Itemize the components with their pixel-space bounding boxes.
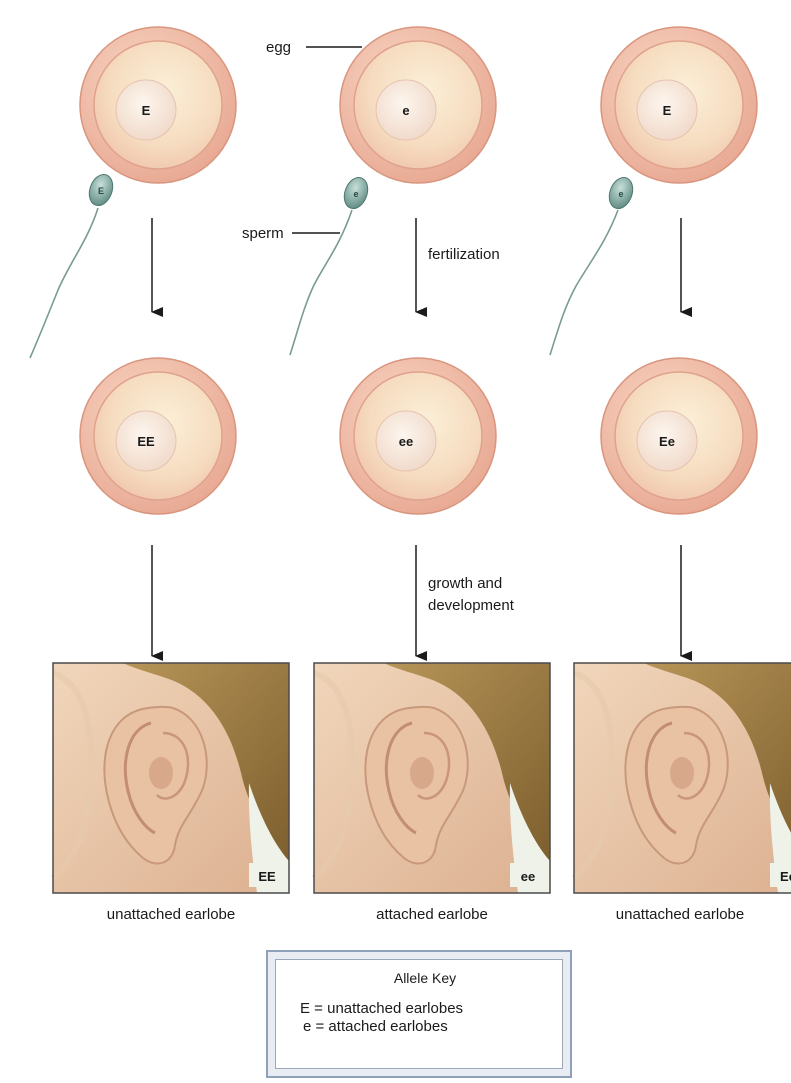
zygote-genotype-1: EE xyxy=(137,434,155,449)
egg-cell-2: e xyxy=(340,27,496,183)
allele-key-box: Allele Key E = unattached earlobes e = a… xyxy=(266,950,572,1078)
allele-key-line-recessive: e = attached earlobes xyxy=(300,1018,550,1036)
sperm-allele-3: e xyxy=(618,189,623,199)
ear-caption-1: unattached earlobe xyxy=(107,906,235,923)
zygote-cell-1: EE xyxy=(80,358,236,514)
sperm-allele-2: e xyxy=(353,189,358,199)
growth-label-line1: growth and xyxy=(428,575,502,592)
egg-cell-1: E xyxy=(80,27,236,183)
ear-genotype-2: ee xyxy=(521,869,535,884)
sperm-3: e xyxy=(550,174,637,355)
egg-allele-3: E xyxy=(663,103,672,118)
ear-illustration-1: EE xyxy=(53,663,289,893)
allele-key-line-dominant: E = unattached earlobes xyxy=(300,1000,550,1018)
egg-label: egg xyxy=(266,39,291,56)
allele-key-title: Allele Key xyxy=(300,970,550,986)
egg-allele-2: e xyxy=(402,103,409,118)
ear-illustration-3: Ee xyxy=(574,663,791,893)
ear-caption-3: unattached earlobe xyxy=(616,906,744,923)
zygote-cell-2: ee xyxy=(340,358,496,514)
egg-cell-3: E xyxy=(601,27,757,183)
sperm-allele-1: E xyxy=(98,186,104,196)
allele-key-panel: Allele Key E = unattached earlobes e = a… xyxy=(275,959,563,1069)
ear-genotype-3: Ee xyxy=(780,869,791,884)
egg-allele-1: E xyxy=(142,103,151,118)
sperm-2: e xyxy=(290,174,372,355)
ear-illustration-2: ee xyxy=(314,663,550,893)
zygote-cell-3: Ee xyxy=(601,358,757,514)
growth-label-line2: development xyxy=(428,597,515,614)
ear-caption-2: attached earlobe xyxy=(376,906,488,923)
zygote-genotype-2: ee xyxy=(399,434,413,449)
fertilization-label: fertilization xyxy=(428,246,500,263)
zygote-genotype-3: Ee xyxy=(659,434,675,449)
sperm-1: E xyxy=(30,171,117,358)
sperm-label: sperm xyxy=(242,225,284,242)
ear-genotype-1: EE xyxy=(258,869,276,884)
